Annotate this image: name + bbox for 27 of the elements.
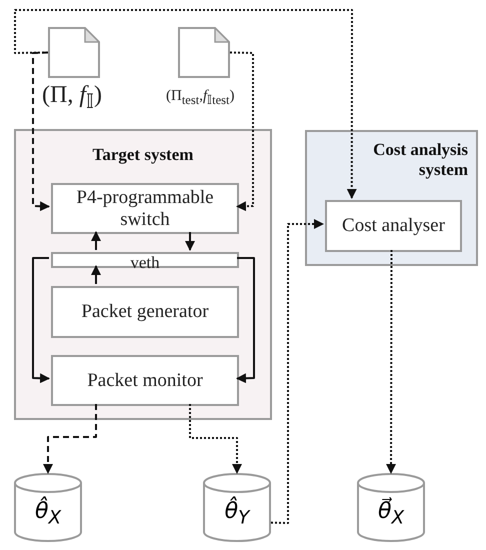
connector-arrow (32, 257, 50, 384)
tuple-label: (Π$_{test}$,f$_{𝕀test}$) (166, 88, 234, 108)
connector-arrow (14, 9, 357, 199)
connector-arrow (185, 232, 195, 251)
variable-label: θ⃗$_{X}$ (376, 499, 406, 528)
system-container (14, 129, 272, 420)
process-box: veth (51, 252, 239, 268)
container-title: Cost analysis system (372, 140, 468, 181)
connector-arrow (230, 52, 254, 212)
connector-arrow (189, 404, 242, 474)
container-title: Target system (92, 145, 194, 166)
connector-arrow (32, 52, 50, 212)
process-box: Packet generator (51, 286, 239, 338)
connector-arrow (91, 265, 101, 284)
connector-arrow (43, 404, 97, 474)
database-cylinder (357, 473, 425, 542)
database-cylinder (203, 473, 271, 542)
process-box: Packet monitor (51, 355, 239, 406)
database-cylinder (14, 473, 82, 542)
connector-arrow (386, 250, 396, 474)
tuple-label: (Π, f$_{𝕀}$) (42, 82, 102, 114)
process-box: Cost analyser (325, 200, 462, 252)
system-container (305, 130, 478, 266)
connector-arrow (270, 219, 324, 524)
connector-arrow (236, 257, 255, 384)
connector-arrow (91, 231, 101, 250)
process-box: P4-programmable switch (51, 183, 239, 234)
